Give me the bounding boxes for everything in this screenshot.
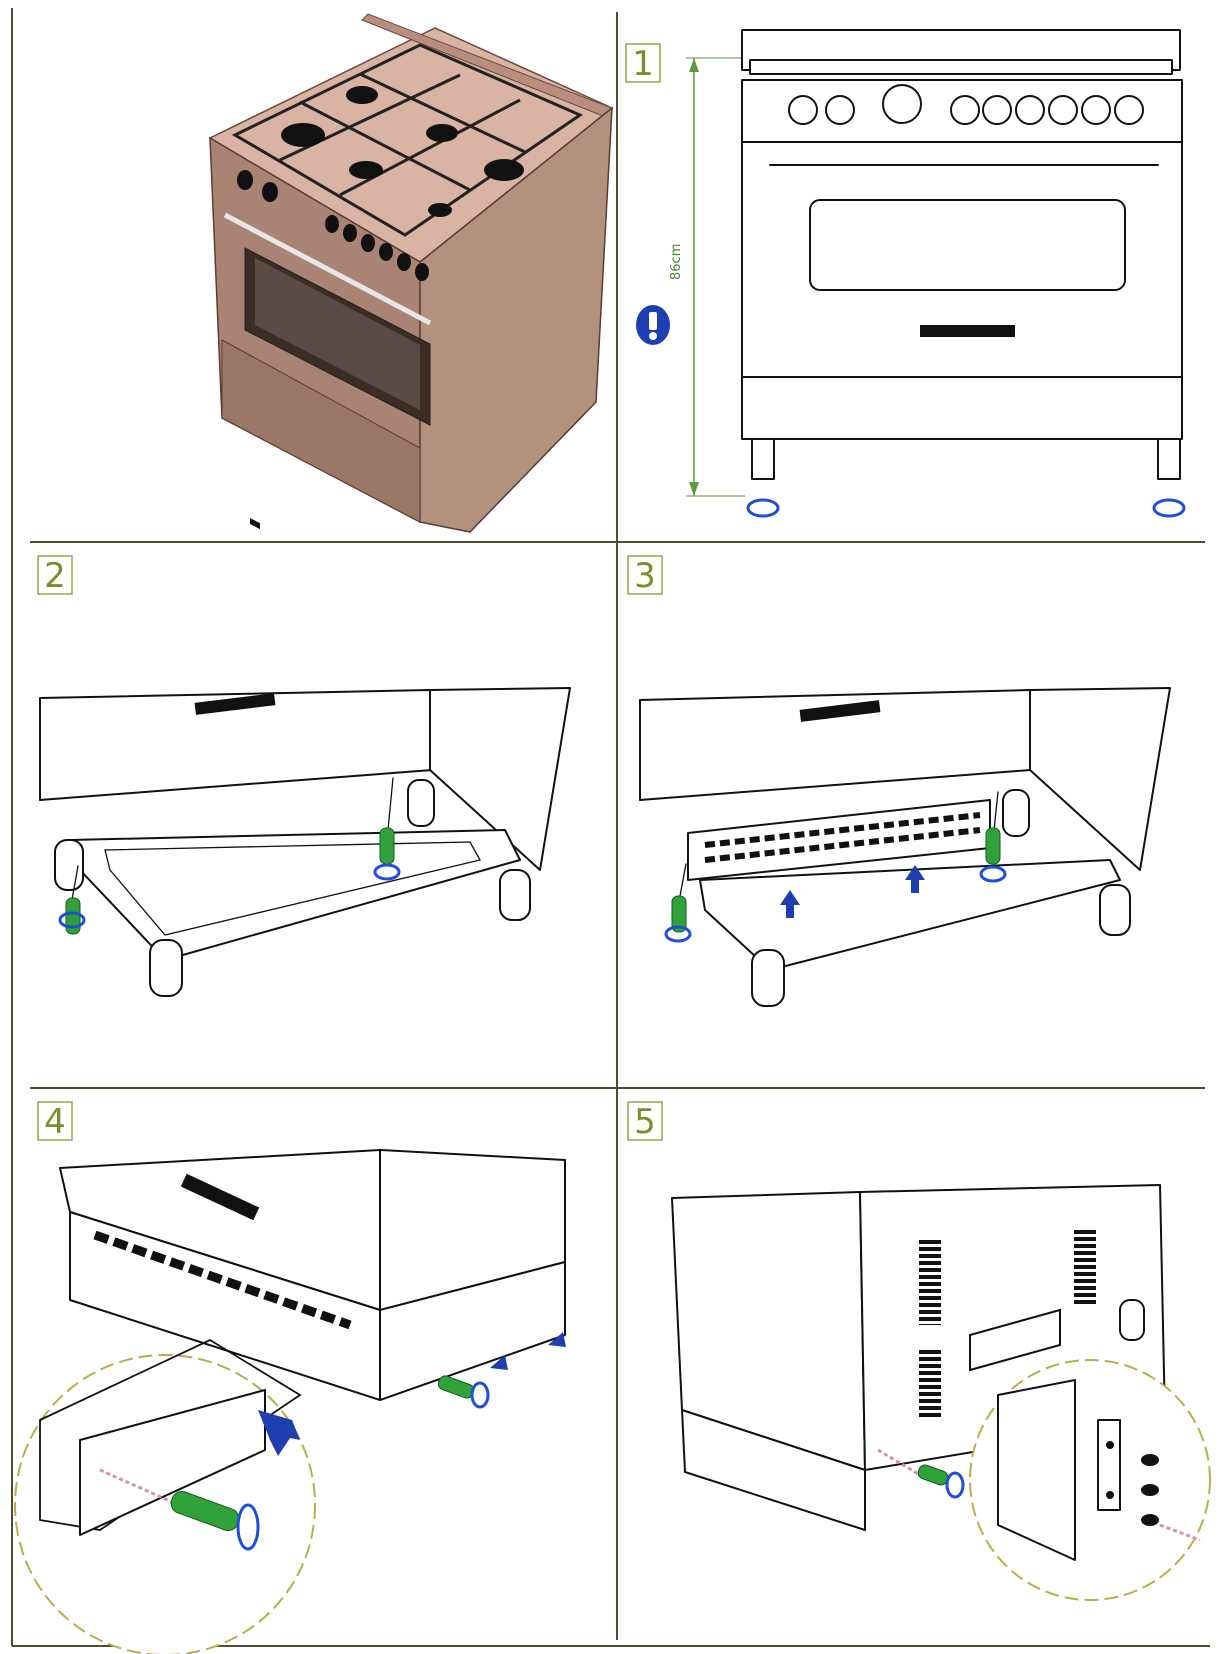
control-knobs <box>237 170 429 281</box>
control-knobs-front <box>788 84 1144 125</box>
cooker-front-view <box>741 29 1186 518</box>
dimension-text: 86cm <box>669 244 684 280</box>
panel-3: 3 <box>627 555 1171 1007</box>
screwdriver-icon <box>58 865 86 935</box>
step-4-label: 4 <box>44 1102 66 1142</box>
range-cooker-render <box>208 13 614 533</box>
panel-2: 2 <box>37 555 571 997</box>
panel-1: 1 86cm <box>625 29 1186 518</box>
vent-grille <box>704 812 981 863</box>
panel-4: 4 <box>14 1101 566 1654</box>
vent-grille <box>93 1230 352 1330</box>
height-dimension: 86cm <box>669 57 745 497</box>
arrow-icon <box>490 1332 566 1370</box>
detail-magnifier <box>969 1359 1211 1601</box>
step-1-label: 1 <box>632 44 654 84</box>
screwdriver-icon <box>437 1375 490 1409</box>
drawer-vents <box>250 517 260 530</box>
arrow-icon <box>780 865 925 918</box>
step-3-label: 3 <box>634 556 656 596</box>
step-5-label: 5 <box>634 1102 656 1142</box>
screwdriver-icon <box>877 1448 965 1499</box>
detail-magnifier <box>14 1338 316 1654</box>
screw-icons <box>1141 1454 1159 1526</box>
screwdriver-icon <box>373 777 401 881</box>
rear-vent-grille <box>919 1230 1096 1420</box>
screwdriver-icon <box>979 791 1007 883</box>
panel-5: 5 <box>627 1101 1211 1601</box>
step-2-label: 2 <box>44 556 66 596</box>
screwdriver-icon <box>664 863 692 943</box>
exclamation-icon <box>636 305 670 345</box>
